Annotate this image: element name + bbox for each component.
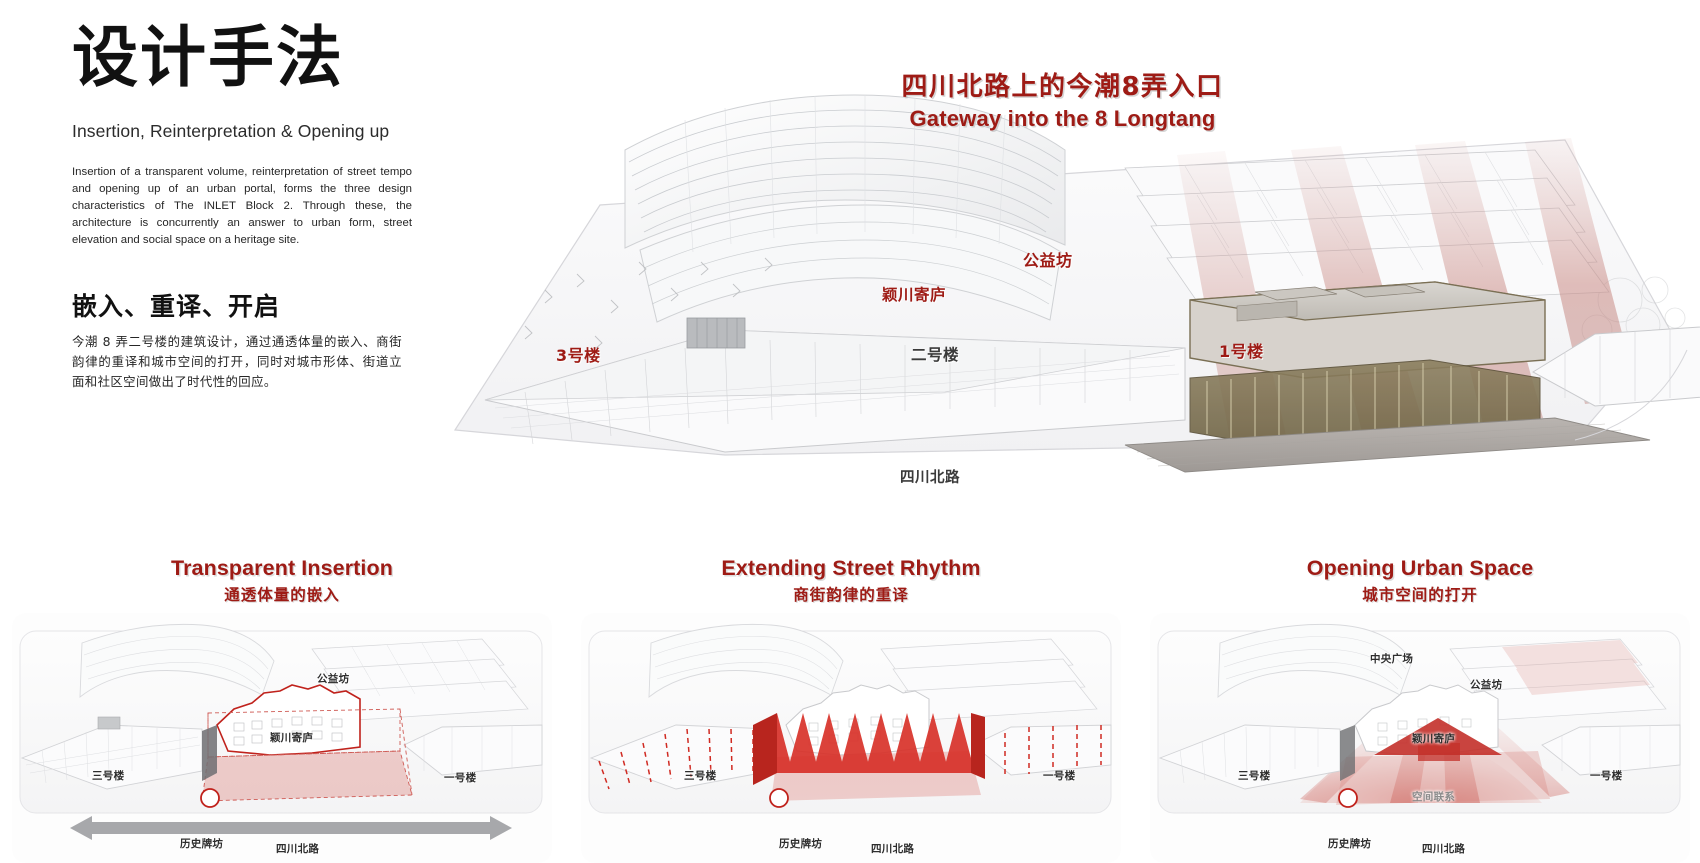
panel-1-title-en: Extending Street Rhythm bbox=[721, 556, 981, 580]
hero-label-road: 四川北路 bbox=[900, 470, 960, 486]
p2-label-archway: 历史牌坊 bbox=[1328, 838, 1372, 850]
p2-label-spatial-link: 空间联系 bbox=[1412, 791, 1456, 803]
hero-label-building3: 3号楼 bbox=[556, 346, 601, 365]
p0-label-building1: 一号楼 bbox=[444, 772, 477, 784]
panel-1-title-cn: 商街韵律的重译 bbox=[793, 586, 909, 604]
p0-label-gongyifang: 公益坊 bbox=[317, 673, 350, 685]
p1-label-road: 四川北路 bbox=[871, 843, 915, 855]
panel-opening-urban-space: Opening Urban Space 城市空间的打开 bbox=[1146, 556, 1694, 863]
english-body-text: Insertion of a transparent volume, reint… bbox=[72, 166, 412, 246]
panel-2-title-cn: 城市空间的打开 bbox=[1362, 586, 1478, 604]
panel-0-illustration: 公益坊 颖川寄庐 三号楼 一号楼 历史牌坊 四川北路 bbox=[12, 613, 552, 863]
chinese-body-text: 今潮 8 弄二号楼的建筑设计，通过通透体量的嵌入、商街韵律的重译和城市空间的打开… bbox=[72, 333, 402, 389]
page-title: 设计手法 bbox=[72, 19, 344, 96]
p0-label-road: 四川北路 bbox=[276, 843, 320, 855]
hero-aerial-render: 四川北路上的今潮8弄入口 Gateway into the 8 Longtang… bbox=[425, 0, 1700, 520]
p2-label-central-plaza: 中央广场 bbox=[1370, 653, 1414, 665]
p2-label-road: 四川北路 bbox=[1422, 843, 1466, 855]
p1-label-building1: 一号楼 bbox=[1043, 770, 1076, 782]
page-subtitle: Insertion, Reinterpretation & Opening up bbox=[72, 121, 390, 142]
p0-label-yingchuanjilu: 颖川寄庐 bbox=[270, 732, 314, 744]
p2-label-building1: 一号楼 bbox=[1590, 770, 1623, 782]
p0-label-archway: 历史牌坊 bbox=[180, 838, 224, 850]
panel-1-illustration: 三号楼 一号楼 历史牌坊 四川北路 bbox=[581, 613, 1121, 863]
panel-1-head: Extending Street Rhythm 商街韵律的重译 bbox=[577, 556, 1125, 605]
panel-2-head: Opening Urban Space 城市空间的打开 bbox=[1146, 556, 1694, 605]
p2-label-building3: 三号楼 bbox=[1238, 770, 1271, 782]
hero-label-building1: 1号楼 bbox=[1219, 342, 1264, 361]
hero-label-gongyifang: 公益坊 bbox=[1023, 251, 1073, 270]
p2-label-gongyifang: 公益坊 bbox=[1470, 679, 1503, 691]
p1-label-building3: 三号楼 bbox=[684, 770, 717, 782]
section-title-cn: 嵌入、重译、开启 bbox=[72, 291, 281, 321]
hero-illustration bbox=[425, 0, 1700, 520]
p1-label-archway: 历史牌坊 bbox=[779, 838, 823, 850]
hero-label-yingchuanjilu: 颖川寄庐 bbox=[882, 286, 947, 304]
panel-0-head: Transparent Insertion 通透体量的嵌入 bbox=[8, 556, 556, 605]
section-divider bbox=[0, 519, 1700, 520]
p0-label-building3: 三号楼 bbox=[92, 770, 125, 782]
panel-0-title-en: Transparent Insertion bbox=[171, 556, 393, 580]
panel-2-illustration: 中央广场 公益坊 颖川寄庐 三号楼 一号楼 空间联系 历史牌坊 四川北路 bbox=[1150, 613, 1690, 863]
text-column: 设计手法 Insertion, Reinterpretation & Openi… bbox=[72, 24, 417, 392]
panel-0-title-cn: 通透体量的嵌入 bbox=[224, 586, 340, 604]
panel-extending-street-rhythm: Extending Street Rhythm 商街韵律的重译 bbox=[577, 556, 1125, 863]
panel-2-title-en: Opening Urban Space bbox=[1306, 556, 1534, 580]
diagram-panel-row: Transparent Insertion 通透体量的嵌入 bbox=[0, 556, 1700, 863]
hero-label-building2: 二号楼 bbox=[911, 346, 960, 364]
p2-label-yingchuanjilu: 颖川寄庐 bbox=[1412, 733, 1456, 745]
panel-transparent-insertion: Transparent Insertion 通透体量的嵌入 bbox=[8, 556, 556, 863]
